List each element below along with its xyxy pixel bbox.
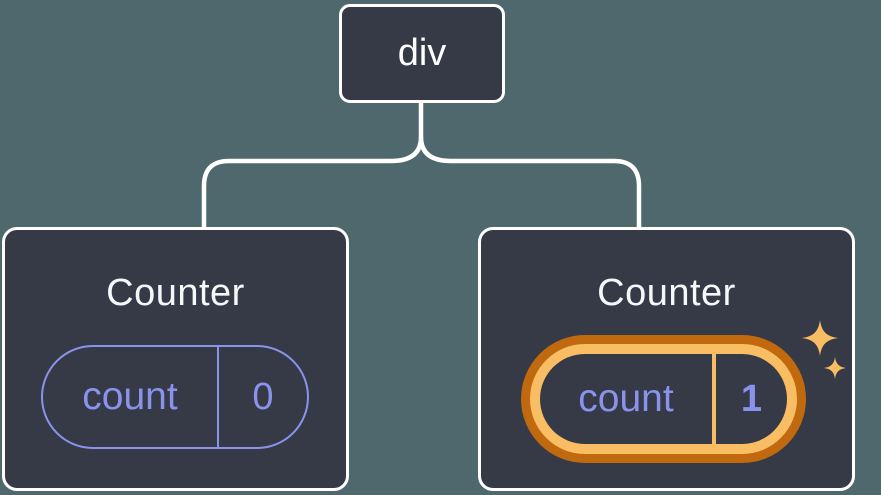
sparkles-icon bbox=[802, 320, 846, 379]
state-key-label: count bbox=[578, 377, 674, 420]
sparkle-small bbox=[824, 357, 846, 379]
counter-card-right: Counter count 1 bbox=[478, 227, 855, 491]
connector-left-branch bbox=[201, 136, 424, 228]
counter-card-left: Counter count 0 bbox=[2, 227, 349, 491]
state-value: 0 bbox=[217, 347, 307, 447]
state-key-label: count bbox=[82, 375, 178, 418]
root-node-div: div bbox=[339, 4, 505, 103]
state-pill-interior: count 1 bbox=[540, 354, 787, 444]
component-title: Counter bbox=[106, 272, 245, 314]
highlight-ring: count 1 bbox=[530, 344, 797, 454]
state-pill: count 0 bbox=[41, 345, 309, 449]
state-value: 1 bbox=[740, 377, 763, 420]
sparkle-large bbox=[802, 320, 838, 356]
pill-divider bbox=[712, 354, 716, 444]
connector-right-branch bbox=[418, 136, 642, 228]
state-pill-highlighted: count 1 bbox=[521, 335, 806, 463]
component-title: Counter bbox=[597, 272, 736, 314]
root-node-label: div bbox=[397, 32, 447, 74]
